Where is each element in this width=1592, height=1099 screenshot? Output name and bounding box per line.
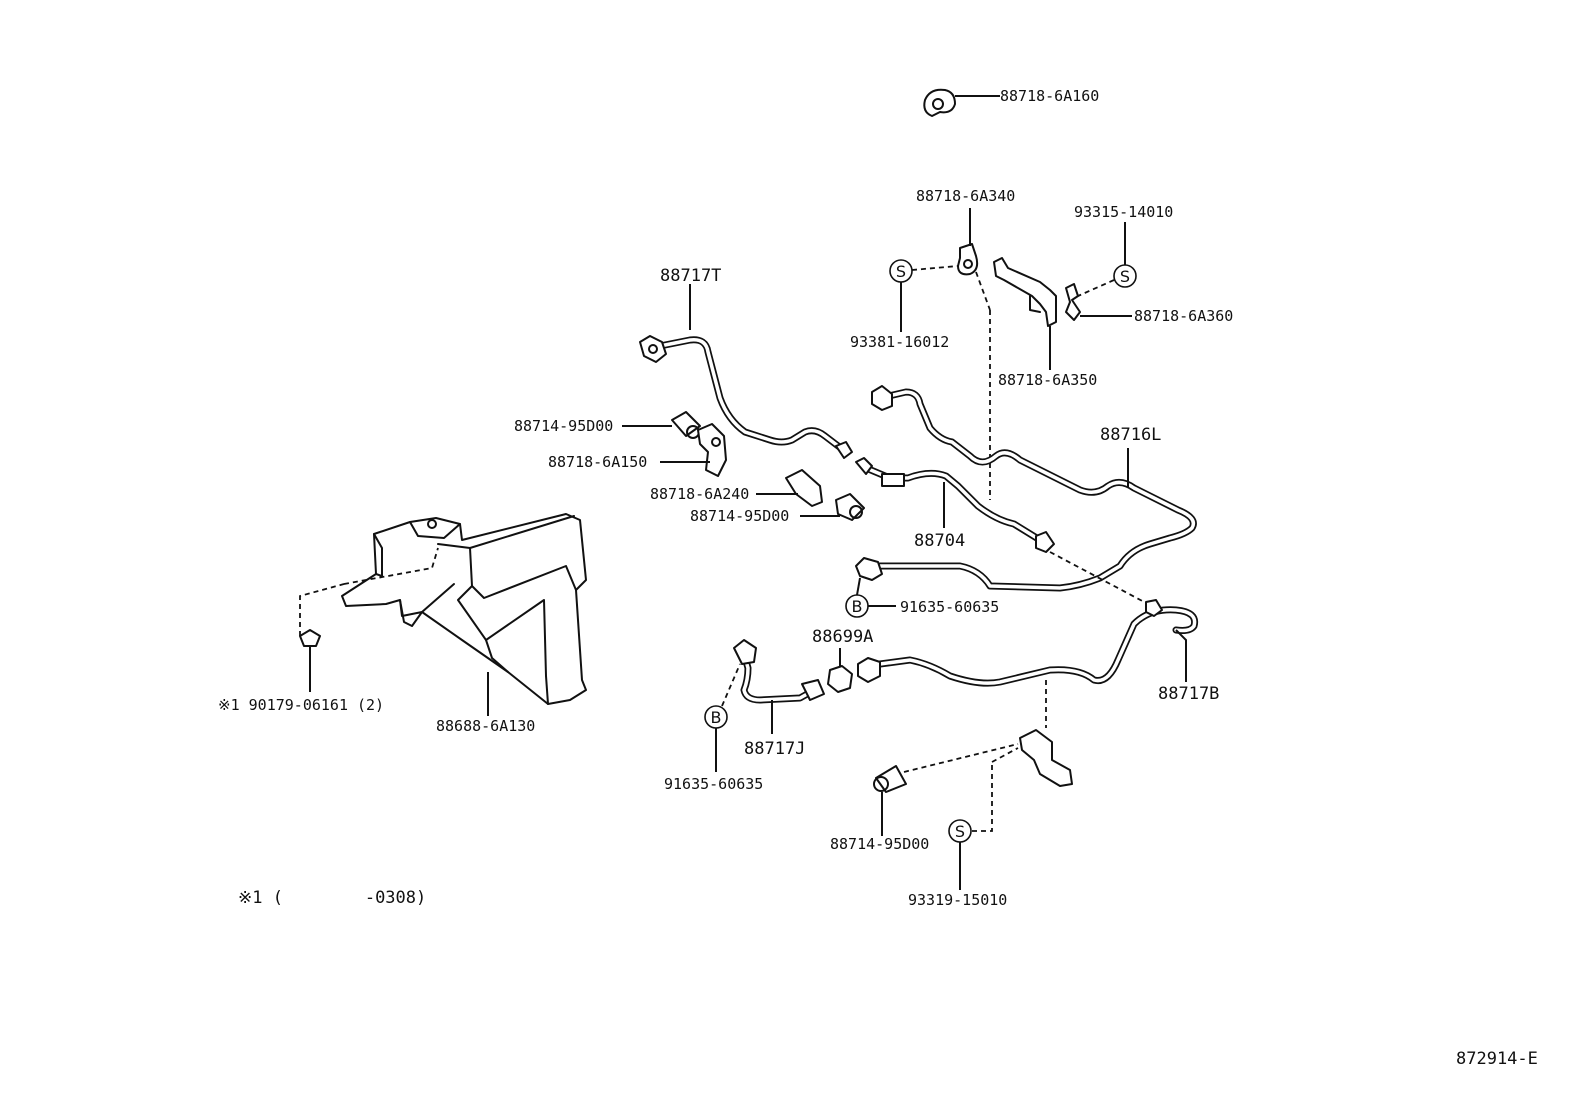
bolt-symbol-s-top-left: S xyxy=(889,259,959,332)
clamp-88718-6a340 xyxy=(957,208,979,276)
clip-90179-06161 xyxy=(299,547,439,692)
label-88717b: 88717B xyxy=(1158,684,1219,704)
pipe-88717b xyxy=(857,599,1199,728)
label-93381-16012: 93381-16012 xyxy=(850,333,949,351)
label-88717t: 88717T xyxy=(660,266,721,286)
clamp-88718-6a240 xyxy=(756,469,823,507)
svg-text:S: S xyxy=(1120,267,1130,286)
label-93319-15010: 93319-15010 xyxy=(908,891,1007,909)
pipe-88704 xyxy=(855,457,1149,605)
label-88718-6a240: 88718-6A240 xyxy=(650,485,749,503)
label-88714-95d00-a: 88714-95D00 xyxy=(514,417,613,435)
bracket-88718-6a350 xyxy=(993,257,1057,370)
bolt-symbol-b-lower: B xyxy=(704,663,741,772)
label-88716l: 88716L xyxy=(1100,425,1161,445)
label-88714-95d00-c: 88714-95D00 xyxy=(830,835,929,853)
grommet-88714-95d00-b xyxy=(800,493,865,521)
diagram-id: 872914-E xyxy=(1456,1049,1538,1069)
label-90179-06161: ※1 90179-06161 (2) xyxy=(218,696,384,714)
label-93315-14010: 93315-14010 xyxy=(1074,203,1173,221)
label-88714-95d00-b: 88714-95D00 xyxy=(690,507,789,525)
label-88718-6a150: 88718-6A150 xyxy=(548,453,647,471)
pipe-88716l xyxy=(855,385,1197,592)
label-88718-6a350: 88718-6A350 xyxy=(998,371,1097,389)
bolt-symbol-s-bottom: S xyxy=(948,762,993,890)
clamp-88718-6a160 xyxy=(923,88,1000,117)
svg-text:B: B xyxy=(711,708,722,727)
union-88699a xyxy=(827,648,853,693)
label-88718-6a360: 88718-6A360 xyxy=(1134,307,1233,325)
label-88718-6a160: 88718-6A160 xyxy=(1000,87,1099,105)
label-88688-6a130: 88688-6A130 xyxy=(436,717,535,735)
bracket-lower xyxy=(991,729,1073,787)
label-88704: 88704 xyxy=(914,531,965,551)
label-91635-60635-b: 91635-60635 xyxy=(664,775,763,793)
grommet-88714-95d00-a xyxy=(622,411,701,439)
label-88718-6a340: 88718-6A340 xyxy=(916,187,1015,205)
label-88717j: 88717J xyxy=(744,739,805,759)
svg-text:B: B xyxy=(852,597,863,616)
grommet-88714-95d00-c xyxy=(873,743,1019,836)
cover-88688-6a130 xyxy=(341,513,587,716)
label-88699a: 88699A xyxy=(812,627,873,647)
clamp-88718-6a360 xyxy=(1065,283,1132,321)
dash-guide xyxy=(975,271,991,311)
footnote: ※1 ( -0308) xyxy=(238,888,426,908)
svg-text:S: S xyxy=(955,822,965,841)
pipe-88717t xyxy=(639,284,853,459)
label-91635-60635-a: 91635-60635 xyxy=(900,598,999,616)
clamp-88718-6a150 xyxy=(660,423,727,477)
bolt-symbol-b-upper: B xyxy=(845,577,896,618)
pipe-88717j xyxy=(733,639,825,734)
svg-text:S: S xyxy=(896,262,906,281)
bolt-symbol-s-top-right: S xyxy=(1077,222,1137,297)
